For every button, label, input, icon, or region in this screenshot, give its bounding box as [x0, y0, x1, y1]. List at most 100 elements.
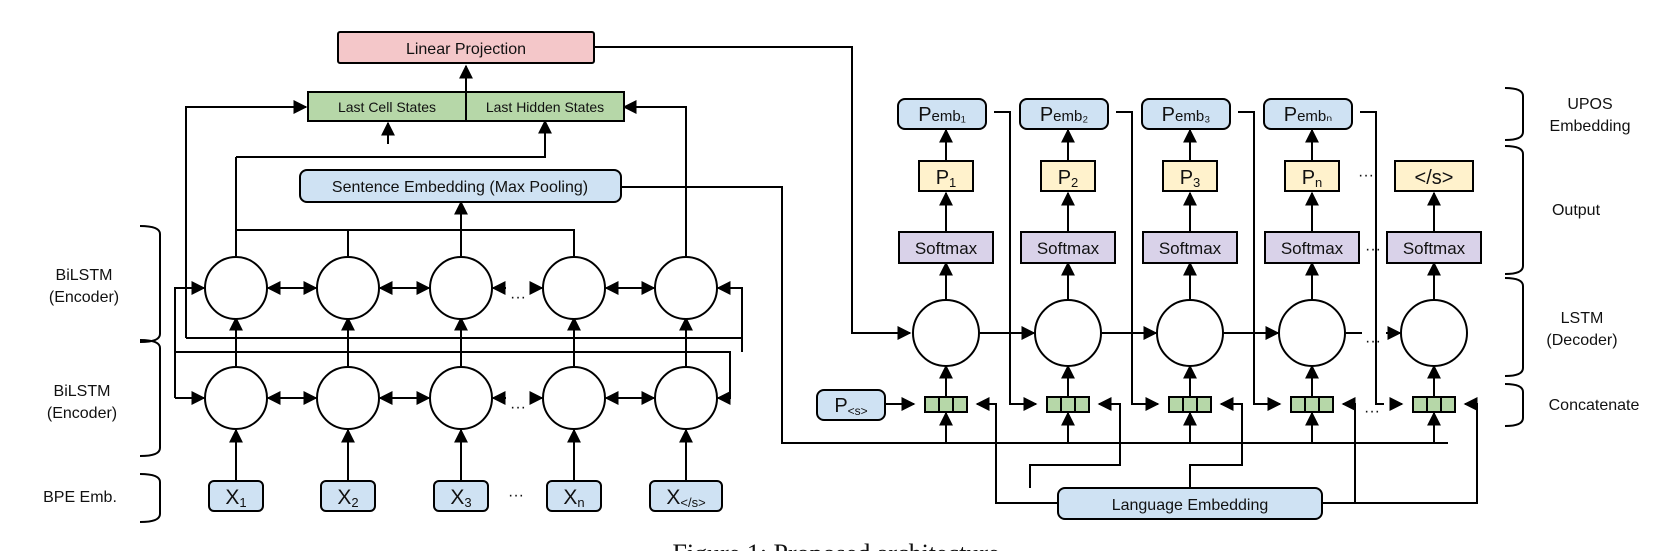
encoder-input-label: X</s>	[666, 486, 705, 510]
output-label: P3	[1180, 167, 1201, 190]
output-base: P	[936, 167, 949, 189]
encoder-input-sub: 2	[351, 495, 358, 510]
sentence-embedding-box	[299, 169, 622, 203]
output-sub: 3	[1193, 175, 1200, 190]
upos-sublabel: Embedding	[1550, 118, 1631, 135]
decoder-lstm-cell	[1034, 299, 1102, 367]
encoder-top-lstm-cell	[654, 256, 718, 320]
softmax-box	[1264, 231, 1360, 264]
output-ellipsis: ···	[1358, 167, 1374, 184]
concat-cell	[1168, 396, 1184, 413]
output-base: P	[1302, 167, 1315, 189]
concat-ellipsis: ···	[1364, 403, 1380, 420]
softmax-ellipsis: ···	[1365, 241, 1381, 258]
output-base: </s>	[1415, 167, 1454, 189]
upos-embedding-box	[1141, 98, 1231, 130]
cross-connections	[594, 46, 1478, 504]
concat-cell	[952, 396, 968, 413]
language-embedding-box	[1057, 487, 1323, 520]
encoder-input-box	[208, 480, 264, 512]
encoder-input-label: X2	[337, 486, 358, 510]
concat-cell	[1426, 396, 1442, 413]
output-box	[1040, 160, 1096, 192]
softmax-label: Softmax	[1403, 239, 1466, 258]
encoder-input-ellipsis: ···	[508, 487, 524, 504]
encoder-input-label: X1	[225, 486, 246, 510]
output-label: Output	[1552, 202, 1601, 219]
output-sub: 1	[949, 175, 956, 190]
concat-cell	[1290, 396, 1306, 413]
encoder-top-lstm-cell	[429, 256, 493, 320]
encoder-top-lstm-cell	[316, 256, 380, 320]
bilstm-top-label: BiLSTM	[56, 267, 113, 284]
output-base: P	[1058, 167, 1071, 189]
encoder-bottom-lstm-cell	[429, 366, 493, 430]
concat-cell	[1440, 396, 1456, 413]
softmax-label: Softmax	[1159, 239, 1222, 258]
side-braces	[139, 87, 1524, 523]
upos-embedding-label: Pemb₂	[1040, 104, 1089, 126]
concatenate-label: Concatenate	[1549, 397, 1640, 414]
encoder-top-lstm-cell	[542, 256, 606, 320]
output-sub: n	[1315, 175, 1322, 190]
bilstm-bottom-sublabel: (Encoder)	[47, 405, 117, 422]
concat-cell	[1060, 396, 1076, 413]
encoder-input-label: X3	[450, 486, 471, 510]
last-hidden-states-label: Last Hidden States	[486, 99, 604, 115]
concat-cell	[924, 396, 940, 413]
encoder-bottom-lstm-cell	[204, 366, 268, 430]
decoder-lstm-cell	[1278, 299, 1346, 367]
upos-label: UPOS	[1567, 96, 1612, 113]
encoder-top-ellipsis: ···	[510, 289, 526, 306]
concat-cell	[938, 396, 954, 413]
encoder-input-sub: </s>	[680, 495, 705, 510]
linear-projection-label: Linear Projection	[406, 41, 526, 58]
last-cell-states-box	[307, 91, 467, 122]
encoder-input-sub: 1	[239, 495, 246, 510]
decoder-lstm-cell	[1400, 299, 1468, 367]
lstm-sublabel: (Decoder)	[1546, 332, 1617, 349]
linear-projection-box	[337, 31, 595, 64]
upos-embedding-label: Pembₙ	[1284, 104, 1333, 126]
last-hidden-states-box	[465, 91, 625, 122]
upos-embedding-base: P	[1040, 104, 1053, 126]
concat-cell	[1074, 396, 1090, 413]
encoder-input-label: Xn	[563, 486, 584, 510]
decoder-connections	[885, 111, 1441, 411]
softmax-label: Softmax	[1281, 239, 1344, 258]
upos-embedding-sub: emb₃	[1175, 108, 1210, 125]
concatenation-row	[924, 396, 1456, 413]
upos-embedding-sub: emb₂	[1053, 108, 1088, 125]
upos-embedding-box	[1019, 98, 1109, 130]
upos-embedding-sub: emb₁	[932, 108, 966, 125]
softmax-box	[1142, 231, 1238, 264]
softmax-box	[1020, 231, 1116, 264]
output-box	[1394, 160, 1474, 192]
bilstm-bottom-label: BiLSTM	[54, 383, 111, 400]
decoder-lstm-ellipsis: ···	[1365, 333, 1381, 350]
encoder-input-base: X	[337, 486, 351, 509]
output-label: Pn	[1302, 167, 1323, 190]
output-label: P2	[1058, 167, 1079, 190]
encoder-bottom-lstm-cell	[654, 366, 718, 430]
softmax-box	[898, 231, 994, 264]
language-embedding-label: Language Embedding	[1112, 497, 1269, 514]
output-box	[918, 160, 974, 192]
upos-embedding-base: P	[1284, 104, 1297, 126]
output-box	[1162, 160, 1218, 192]
figure-caption: Figure 1: Proposed architecture	[672, 539, 999, 551]
encoder-top-lstm-row	[204, 256, 718, 320]
encoder-input-sub: n	[577, 495, 584, 510]
encoder-bottom-ellipsis: ···	[510, 399, 526, 416]
encoder-input-base: X	[563, 486, 577, 509]
upos-embedding-box	[897, 98, 987, 130]
upos-embedding-box	[1263, 98, 1353, 130]
output-sub: 2	[1071, 175, 1078, 190]
encoder-input-box	[546, 480, 602, 512]
upos-embedding-base: P	[918, 104, 931, 126]
upos-embedding-label: Pemb₃	[1162, 104, 1211, 126]
